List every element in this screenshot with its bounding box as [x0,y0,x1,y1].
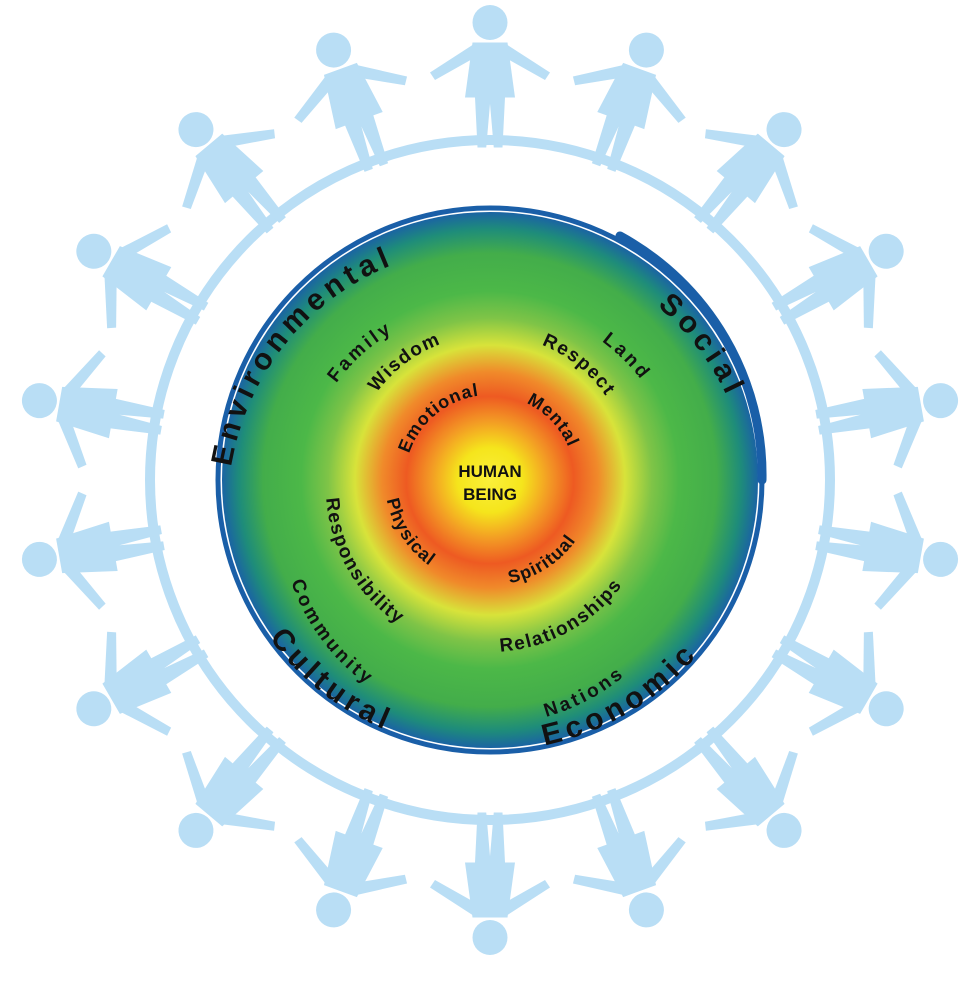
person-figure [547,771,709,947]
person-figure [547,13,709,189]
person-figure [48,190,233,366]
person-figure [657,77,842,264]
center-label-line1: HUMAN [458,462,521,481]
person-figure [430,812,550,955]
wellbeing-disc [222,212,758,748]
person-figure [138,696,323,883]
joined-arms-band [145,135,835,825]
person-figure [138,77,323,264]
person-figure [747,594,932,770]
disc-brush-tail [615,231,767,485]
person-figure [48,594,233,770]
person-figure [271,771,433,947]
people-holding-hands-ring [11,5,969,955]
person-figure [657,696,842,883]
person-figure [430,5,550,148]
person-figure [271,13,433,189]
center-label-line2: BEING [463,485,517,504]
person-figure [747,190,932,366]
